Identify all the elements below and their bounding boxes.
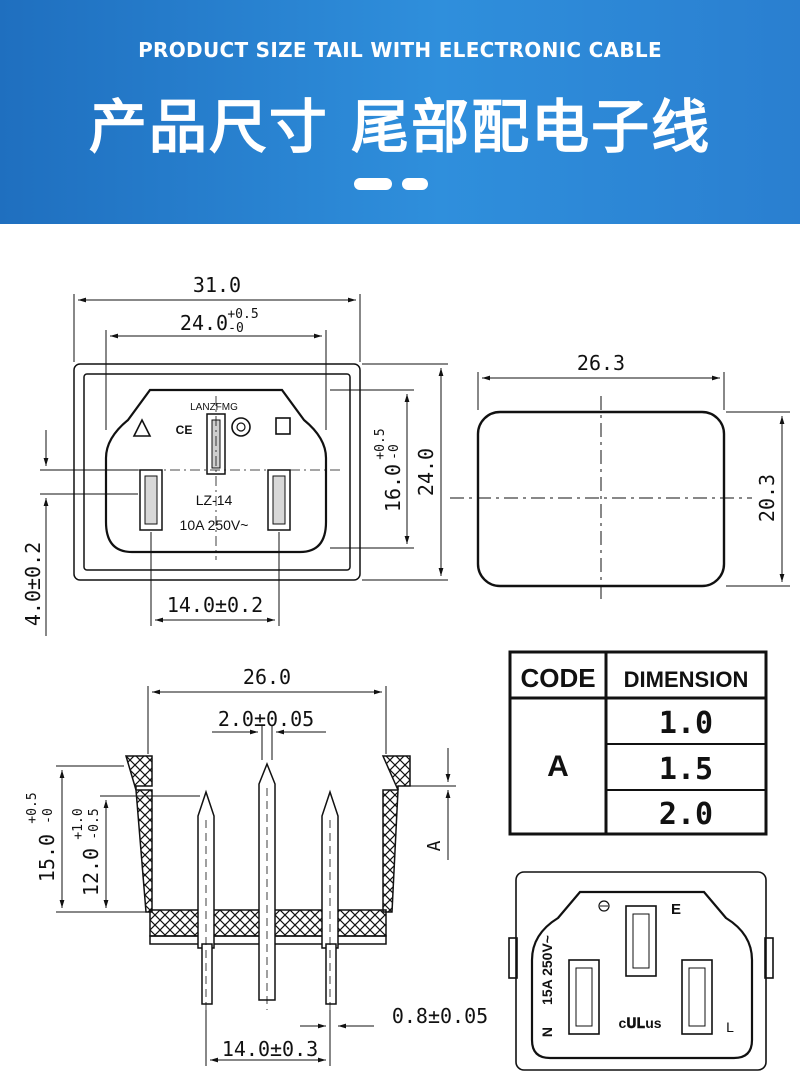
- decoration-bar-long: [354, 178, 392, 190]
- header-decoration: [354, 178, 434, 192]
- front-rating-text: 10A 250V~: [180, 517, 249, 533]
- dim-side-pin-thickness: 2.0±0.05: [218, 707, 314, 731]
- front-socket-outline: [104, 388, 328, 554]
- side-view: [124, 755, 411, 1010]
- front-brand-text: LANZFMG: [190, 402, 238, 413]
- dim-front-width-inner-tol-lower: -0: [228, 321, 244, 336]
- dim-front-width-overall: 31.0: [193, 273, 241, 297]
- front-outer-frame: [73, 363, 361, 581]
- ul-mark-text: c𝐔𝐋us: [618, 1015, 661, 1031]
- code-table-value: 2.0: [659, 797, 713, 832]
- front-model-text: LZ-14: [196, 492, 233, 508]
- header-banner: PRODUCT SIZE TAIL WITH ELECTRONIC CABLE …: [0, 0, 800, 224]
- rear-label-n: N: [539, 1027, 555, 1037]
- dim-front-height-inner: 16.0: [381, 464, 405, 512]
- dim-side-height-body: 12.0: [79, 848, 103, 896]
- code-table-header-code: CODE: [520, 663, 595, 693]
- k-mark-icon: [275, 417, 291, 435]
- front-neutral-contact: [144, 475, 158, 525]
- technical-drawing: LANZFMG CE LZ-14 10A 250V~ 31.0 24.0 +0.…: [21, 273, 790, 1071]
- rear-socket-outline: [530, 890, 754, 1060]
- front-dimension-lines: [40, 294, 448, 636]
- rear-live-terminal: [681, 959, 713, 1035]
- side-pins: [197, 761, 339, 1005]
- side-left-wall: [135, 789, 153, 913]
- dim-front-height-inner-tol-upper: +0.5: [373, 428, 388, 459]
- header-title: 产品尺寸 尾部配电子线: [88, 93, 712, 161]
- code-table: [508, 650, 768, 836]
- ccc-mark-icon: [231, 417, 251, 437]
- rear-rating-text: 15A 250V~: [539, 935, 555, 1005]
- dim-side-height-total-tol-upper: +0.5: [25, 792, 40, 823]
- dim-side-a-label: A: [424, 840, 445, 851]
- front-live-contact: [272, 475, 286, 525]
- decoration-bar-short: [402, 178, 428, 190]
- front-inner-frame: [83, 373, 351, 571]
- dim-front-height-inner-tol-lower: -0: [387, 444, 402, 460]
- triangle-mark-icon: [132, 418, 152, 437]
- dim-side-height-total: 15.0: [35, 834, 59, 882]
- rear-view: [508, 871, 774, 1071]
- dim-front-width-inner-tol-upper: +0.5: [227, 307, 258, 322]
- rear-neutral-terminal: [568, 959, 600, 1035]
- ce-mark-text: CE: [176, 423, 193, 437]
- dim-cutout-height: 20.3: [755, 474, 779, 522]
- code-table-value: 1.0: [659, 706, 713, 741]
- dim-front-pin-offset: 4.0±0.2: [21, 542, 45, 626]
- dim-side-height-total-tol-lower: -0: [41, 808, 56, 824]
- rear-label-e: E: [671, 901, 681, 918]
- code-table-value: 1.5: [659, 752, 713, 787]
- rear-earth-terminal: [625, 905, 657, 977]
- header-subtitle: PRODUCT SIZE TAIL WITH ELECTRONIC CABLE: [138, 38, 662, 62]
- cutout-view: [450, 372, 790, 604]
- dim-front-width-inner: 24.0: [180, 311, 228, 335]
- rear-outer-frame: [515, 871, 767, 1071]
- dim-side-pin-spacing: 14.0±0.3: [222, 1037, 318, 1061]
- dim-side-pin-width: 0.8±0.05: [392, 1004, 488, 1028]
- dim-cutout-width: 26.3: [577, 351, 625, 375]
- front-view: [50, 363, 361, 581]
- side-right-wall: [382, 789, 399, 913]
- rear-label-l: L: [726, 1019, 734, 1035]
- side-dimension-lines: [56, 686, 456, 1066]
- earth-symbol-icon: [598, 900, 610, 912]
- dim-front-pin-spacing: 14.0±0.2: [167, 593, 263, 617]
- side-right-lip: [381, 755, 411, 791]
- code-table-code-a: A: [547, 750, 569, 783]
- dim-side-height-body-tol-upper: +1.0: [71, 808, 86, 839]
- dim-side-width: 26.0: [243, 665, 291, 689]
- side-left-lip: [124, 755, 153, 791]
- dim-side-height-body-tol-lower: -0.5: [87, 808, 102, 839]
- code-table-header-dimension: DIMENSION: [624, 667, 749, 692]
- front-earth-slot: [206, 413, 226, 475]
- dim-front-height-overall: 24.0: [414, 448, 438, 496]
